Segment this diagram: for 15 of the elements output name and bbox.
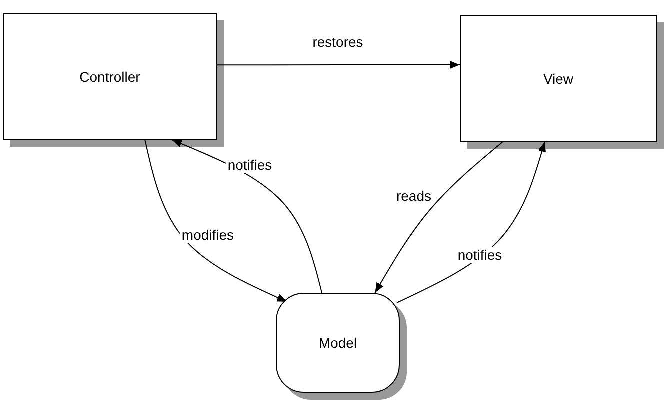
view-box xyxy=(460,15,657,142)
arrow xyxy=(216,61,460,70)
arrow xyxy=(396,142,546,304)
edge-label: notifies xyxy=(456,247,504,263)
node-label: Controller xyxy=(80,68,140,84)
arrow xyxy=(172,140,322,294)
arrow xyxy=(144,140,288,302)
node-label: Model xyxy=(318,335,358,351)
edge-label: modifies xyxy=(180,227,236,243)
controller-box xyxy=(3,13,217,140)
model-box xyxy=(276,293,400,393)
arrow xyxy=(374,142,504,294)
node-label: View xyxy=(543,70,574,86)
edge-label: reads xyxy=(394,188,434,204)
edge-label: notifies xyxy=(226,157,274,173)
